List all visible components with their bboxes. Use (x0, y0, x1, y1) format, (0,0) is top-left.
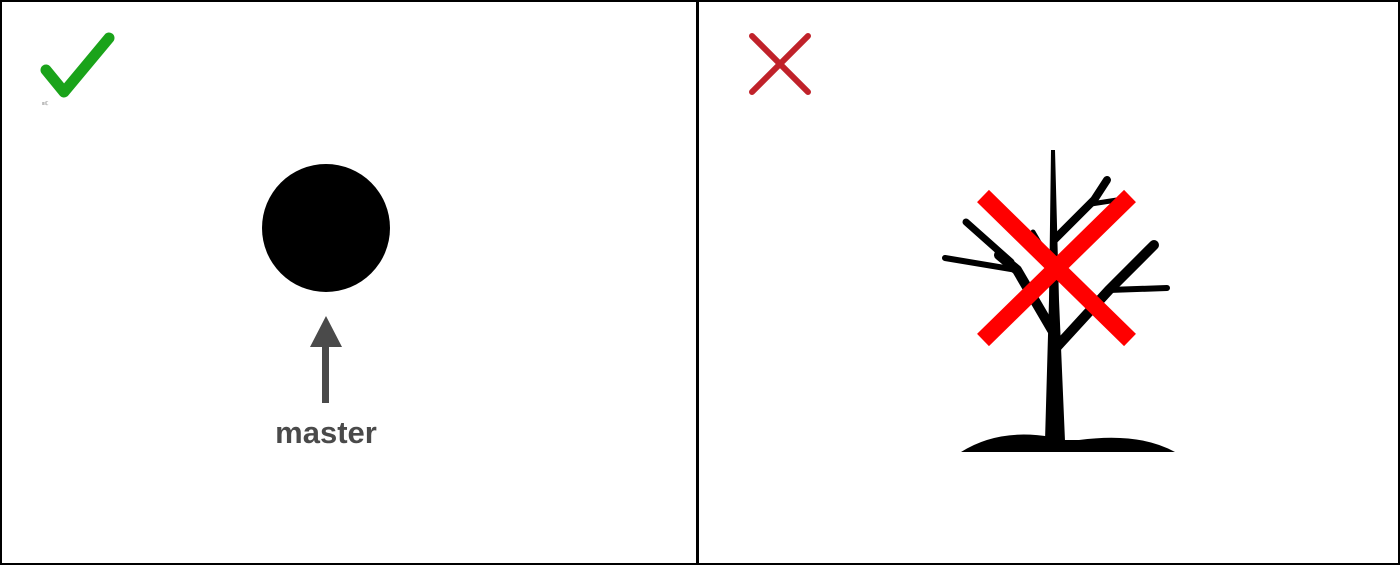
check-icon (40, 32, 115, 98)
incorrect-panel (699, 0, 1400, 565)
cross-icon (749, 33, 811, 95)
branch-label: master (275, 415, 377, 450)
tiny-mark-text: ≡ℂ (42, 101, 49, 107)
incorrect-panel-graphics (749, 33, 1175, 452)
arrow-up-icon (310, 316, 342, 403)
tree-icon (942, 150, 1175, 452)
commit-node-icon (262, 164, 390, 292)
panel-divider (696, 0, 699, 565)
correct-panel-graphics (40, 32, 390, 403)
big-red-x-icon (977, 189, 1136, 347)
correct-panel: ≡ℂ master (0, 0, 697, 565)
